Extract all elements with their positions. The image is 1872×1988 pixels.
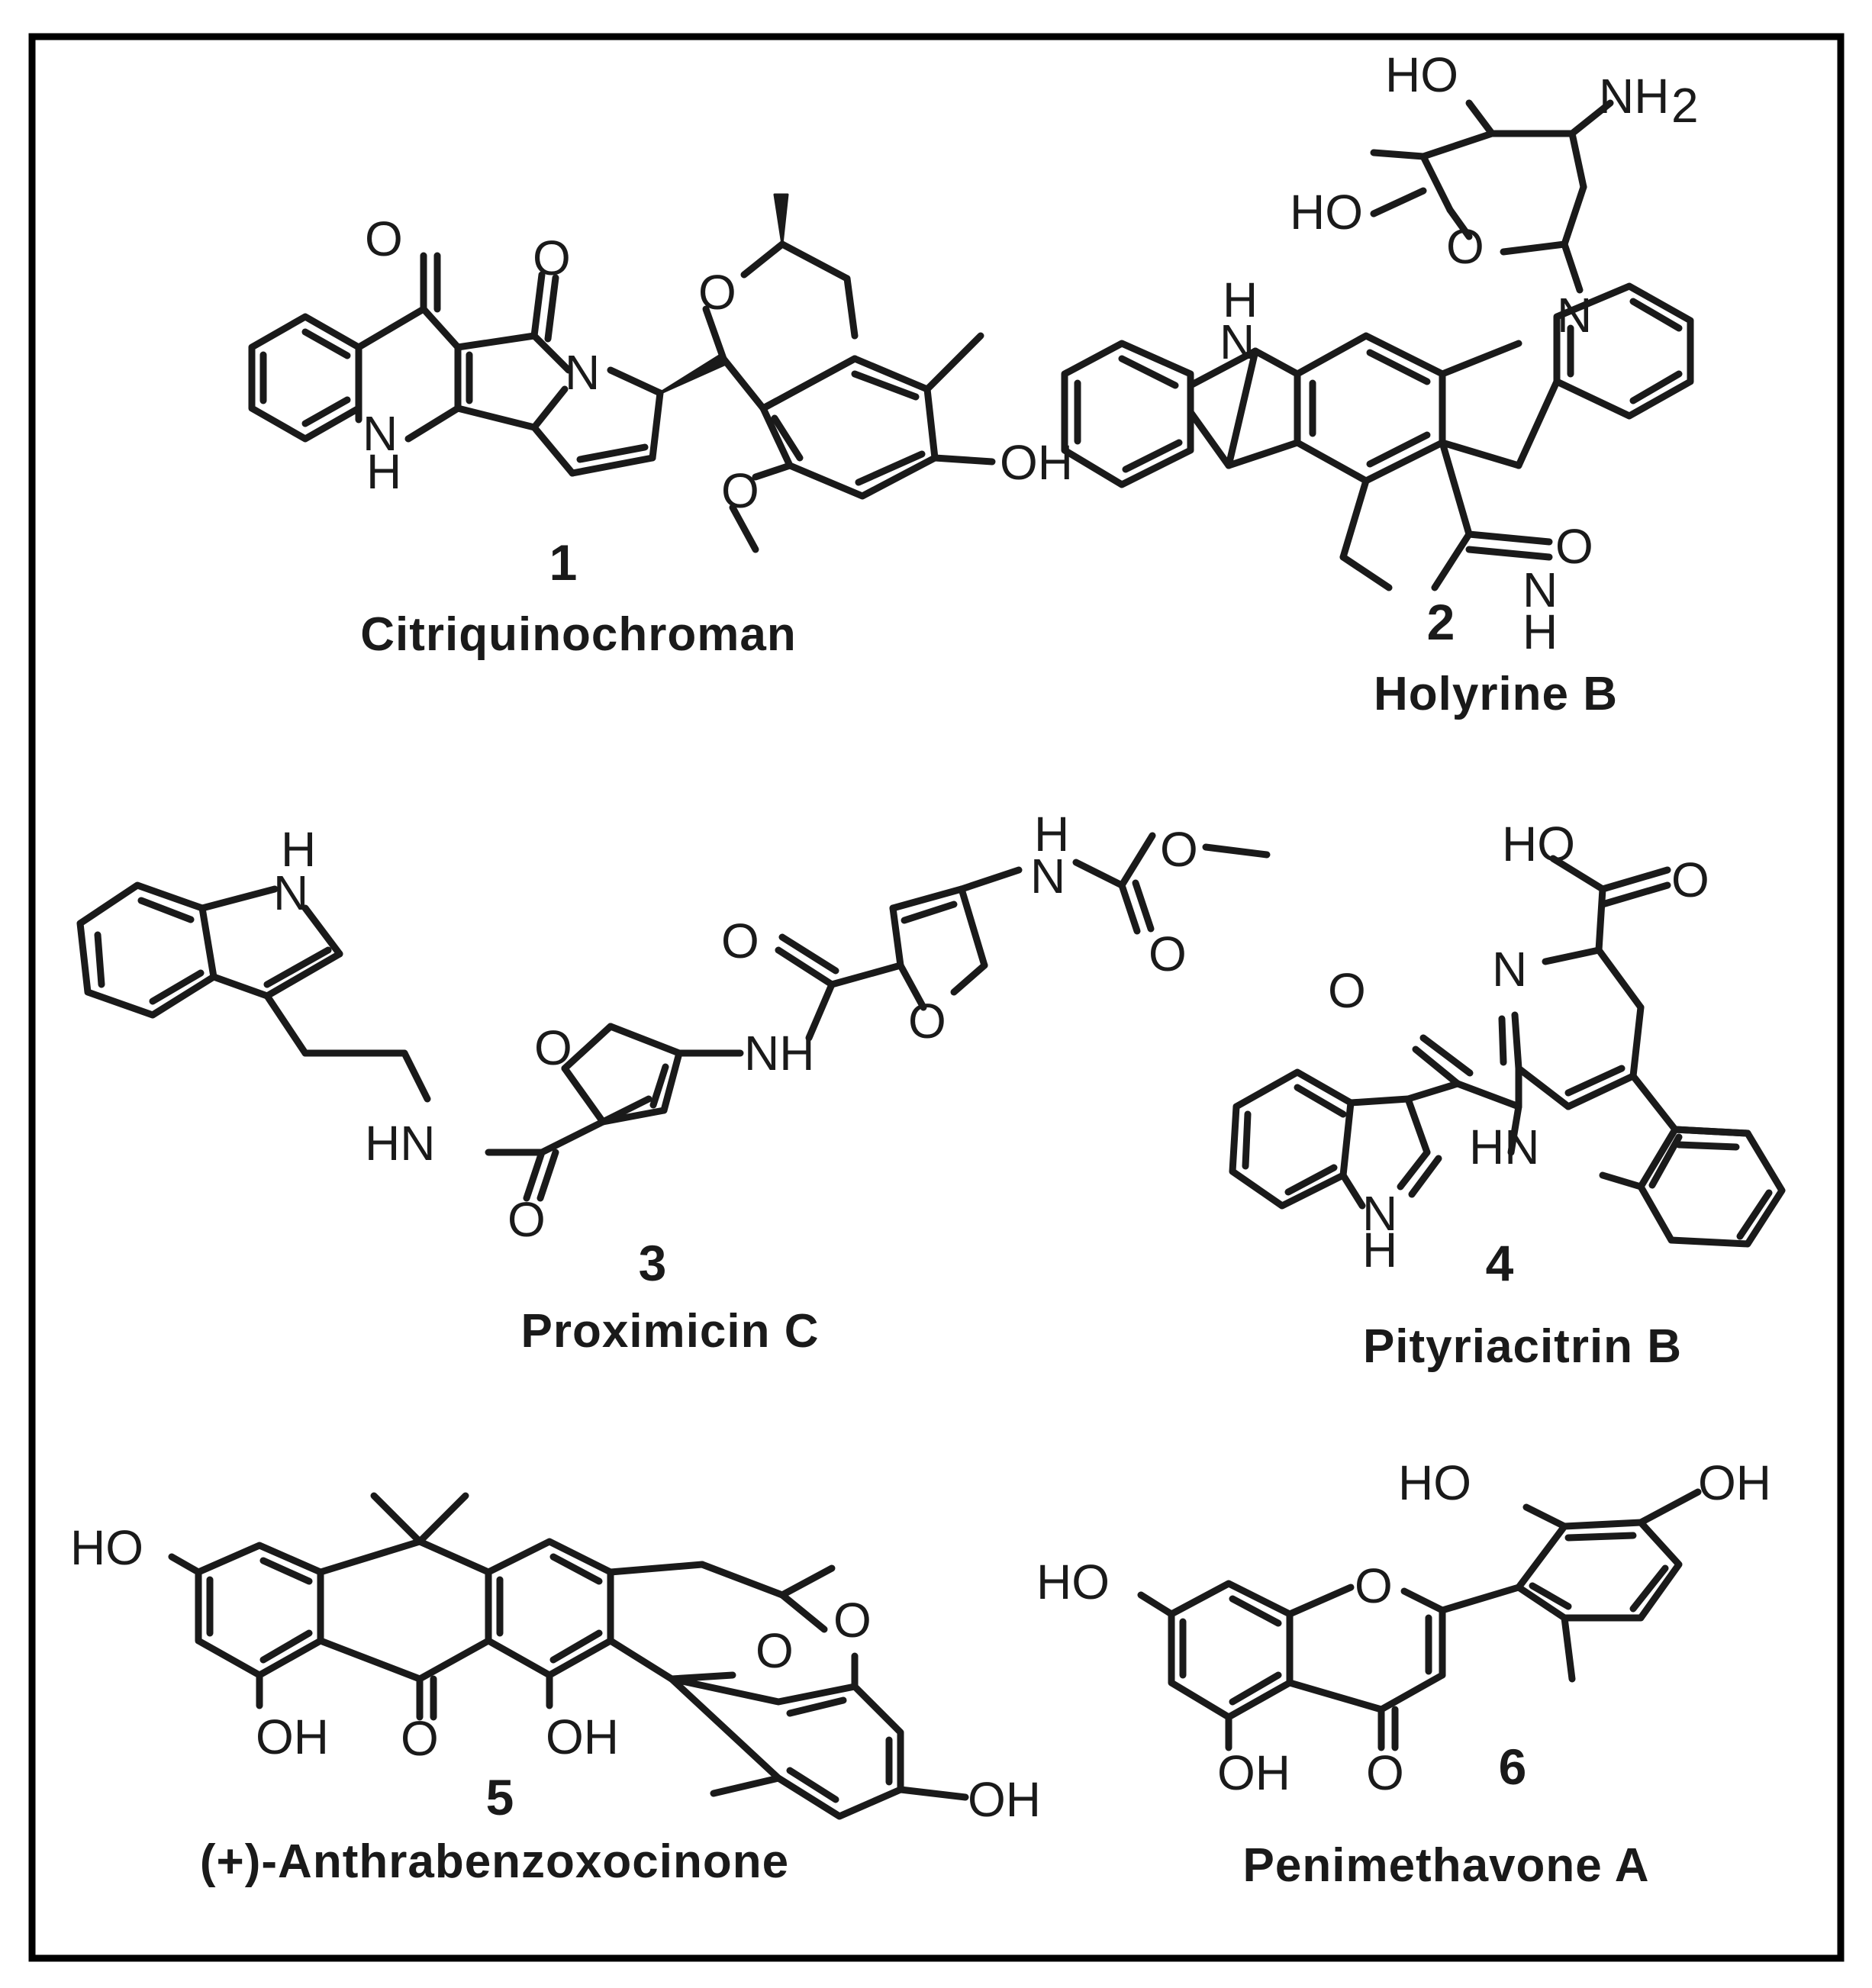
atom-label: HN: [365, 1116, 435, 1171]
atom-label: O: [908, 994, 946, 1049]
atom-label: HO: [1290, 185, 1363, 240]
atom-label: O: [1366, 1745, 1404, 1800]
atom-label: N: [273, 865, 308, 920]
figure-border: [28, 33, 1845, 1962]
atom-label: O: [721, 913, 759, 968]
atom-label: OH: [1217, 1745, 1290, 1800]
atom-label: H: [366, 444, 401, 499]
atom-label: HN: [1469, 1120, 1539, 1174]
compound-number: 6: [1499, 1738, 1527, 1795]
atom-label: O: [1149, 926, 1187, 981]
atom-label: N: [362, 406, 398, 461]
atom-labels-3: H N O NH HN O O H N O O O: [273, 807, 1198, 1247]
bonds-4: [1229, 855, 1786, 1248]
atom-label: N: [1220, 314, 1255, 369]
compound-number: 4: [1486, 1235, 1514, 1291]
atom-label: OH: [256, 1709, 329, 1764]
atom-label: O: [1160, 822, 1198, 877]
atom-label: H: [1362, 1223, 1397, 1278]
atom-label: HO: [1385, 47, 1458, 102]
bonds-1: [248, 193, 996, 553]
atom-label: HO: [1036, 1555, 1110, 1609]
atom-labels-5: HO O O OH O OH OH: [70, 1520, 1041, 1827]
compound-name: (+)-Anthrabenzoxocinone: [200, 1835, 789, 1888]
atom-label: 2: [1671, 78, 1699, 133]
atom-label: N: [1492, 942, 1527, 997]
atom-label: N: [1362, 1186, 1397, 1241]
atom-label: O: [534, 1020, 572, 1075]
structure-citriquinochroman: O O N H N O O OH 1 Citriquinochroman: [248, 193, 1073, 661]
bonds-3: [76, 832, 1271, 1202]
atom-label: OH: [546, 1709, 619, 1764]
atom-label: OH: [968, 1772, 1041, 1827]
structure-holyrine-b: HO NH 2 HO O N H N O N H 2 Holyrine B: [1061, 47, 1699, 720]
compound-name: Citriquinochroman: [360, 608, 797, 661]
atom-label: O: [756, 1623, 794, 1678]
bonds-2: [1061, 99, 1694, 591]
atom-label: HO: [70, 1520, 143, 1575]
atom-label: N: [1030, 849, 1065, 904]
structure-proximicin-c: H N O NH HN O O H N O O O 3 Proximicin C: [76, 807, 1271, 1358]
atom-label: O: [698, 265, 736, 320]
atom-label: NH: [1599, 69, 1669, 124]
atom-label: O: [533, 230, 571, 285]
atom-label: N: [1522, 562, 1558, 617]
atom-label: OH: [1000, 435, 1073, 490]
atom-label: HO: [1398, 1455, 1471, 1510]
compound-name: Pityriacitrin B: [1363, 1320, 1682, 1373]
atom-label: HO: [1502, 817, 1575, 872]
atom-label: O: [1446, 219, 1484, 274]
compound-name: Proximicin C: [521, 1305, 820, 1358]
atom-labels-4: HO O N O HN N H: [1328, 817, 1709, 1278]
atom-label: H: [1034, 807, 1069, 862]
atom-label: O: [1355, 1558, 1393, 1613]
structure-pityriacitrin-b: HO O N O HN N H 4 Pityriacitrin B: [1229, 817, 1786, 1373]
atom-label: O: [1328, 963, 1366, 1018]
compound-name: Holyrine B: [1374, 668, 1618, 720]
atom-label: OH: [1698, 1455, 1771, 1510]
atom-label: O: [721, 463, 759, 518]
atom-label: O: [401, 1711, 439, 1766]
atom-label: H: [1223, 272, 1258, 327]
compound-number: 5: [486, 1769, 514, 1825]
compound-number: 2: [1427, 594, 1455, 650]
atom-label: NH: [744, 1026, 814, 1081]
compound-number: 3: [639, 1235, 667, 1291]
atom-labels-1: O O N H N O O OH: [362, 211, 1073, 518]
atom-label: H: [1522, 604, 1558, 659]
compound-name: Penimethavone A: [1243, 1839, 1650, 1892]
structure-anthrabenzoxocinone: HO O O OH O OH OH 5 (+)-Anthrabenzoxocin…: [70, 1492, 1041, 1888]
atom-label: O: [1671, 852, 1709, 907]
atom-label: N: [1557, 288, 1592, 343]
atom-label: H: [281, 822, 316, 877]
atom-label: N: [565, 345, 600, 400]
structure-penimethavone-a: HO OH HO O OH O 6 Penimethavone A: [1036, 1455, 1771, 1892]
atom-label: O: [1555, 519, 1593, 574]
bonds-5: [168, 1492, 969, 1820]
atom-label: O: [833, 1593, 872, 1648]
atom-labels-6: HO OH HO O OH O: [1036, 1455, 1771, 1800]
atom-label: O: [365, 211, 403, 266]
atom-labels-2: HO NH 2 HO O N H N O N H: [1220, 47, 1699, 659]
bonds-6: [1137, 1488, 1702, 1751]
compound-number: 1: [549, 534, 578, 591]
atom-label: O: [507, 1192, 546, 1247]
